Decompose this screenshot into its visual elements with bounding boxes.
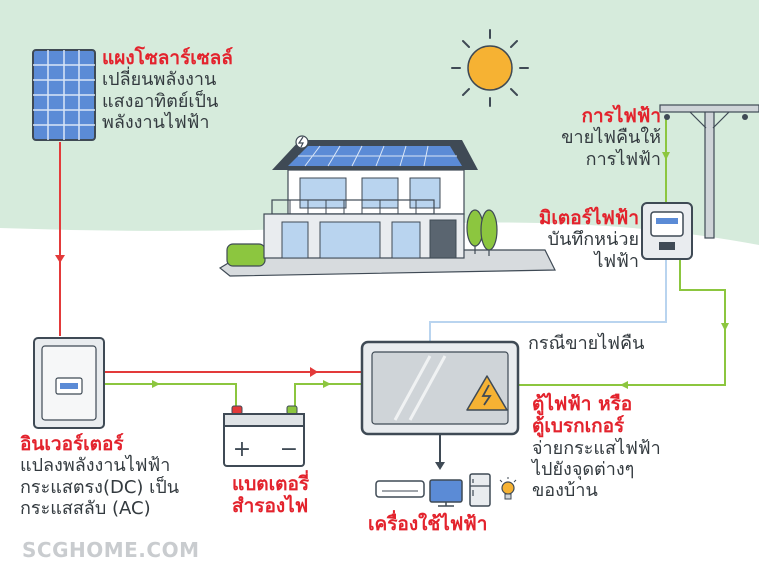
meter-desc-line: ไฟฟ้า	[594, 250, 639, 272]
breaker-title-line: ตู้เบรกเกอร์	[532, 415, 625, 438]
solar-panel-desc-line: เปลี่ยนพลังงาน	[102, 69, 217, 91]
battery-icon: + −	[223, 405, 305, 467]
utility-desc-line: ขายไฟคืนให้	[561, 127, 661, 149]
electric-meter-icon	[641, 202, 693, 260]
utility-label: การไฟฟ้า ขายไฟคืนให้ การไฟฟ้า	[561, 105, 661, 170]
solar-panel-label: แผงโซลาร์เซลล์ เปลี่ยนพลังงาน แสงอาทิตย์…	[102, 47, 233, 133]
monitor-icon	[429, 479, 463, 507]
sellback-label: กรณีขายไฟคืน	[528, 333, 645, 354]
solar-panel-desc-line: แสงอาทิตย์เป็น	[102, 90, 219, 112]
arrow	[721, 323, 729, 331]
house-icon	[218, 135, 556, 277]
inverter-desc-line: กระแสตรง(DC) เป็น	[20, 476, 180, 498]
meter-desc-line: บันทึกหน่วย	[547, 229, 639, 251]
arrow	[323, 380, 331, 388]
meter-label: มิเตอร์ไฟฟ้า บันทึกหน่วย ไฟฟ้า	[539, 207, 639, 272]
sky-background	[0, 0, 759, 245]
inverter-icon	[33, 337, 105, 429]
watermark: SCGHOME.COM	[22, 538, 200, 562]
wire-sellback	[429, 258, 667, 343]
utility-desc-line: การไฟฟ้า	[585, 148, 661, 170]
battery-title-line: แบตเตอรี่	[232, 473, 310, 495]
appliances-title: เครื่องใช้ไฟฟ้า	[368, 513, 488, 535]
wire-battery-to-breaker	[294, 383, 362, 412]
arrow	[152, 380, 160, 388]
inverter-desc-line: กระแสสลับ (AC)	[20, 497, 151, 519]
battery-title-line: สำรองไฟ	[232, 495, 309, 518]
breaker-desc-line: ของบ้าน	[532, 480, 598, 502]
air-conditioner-icon	[375, 480, 425, 498]
sun-icon	[451, 29, 529, 107]
solar-panel-title: แผงโซลาร์เซลล์	[102, 47, 233, 69]
arrow	[310, 367, 318, 377]
refrigerator-icon	[469, 473, 491, 507]
breaker-desc-line: จ่ายกระแสไฟฟ้า	[532, 437, 661, 459]
light-bulb-icon	[499, 477, 517, 500]
utility-pole-icon	[659, 104, 759, 239]
lightning-warning-icon	[466, 375, 508, 411]
inverter-title: อินเวอร์เตอร์	[20, 433, 124, 455]
battery-plus-sign: +	[233, 437, 251, 462]
breaker-title-line: ตู้ไฟฟ้า หรือ	[532, 393, 633, 415]
arrow	[55, 255, 65, 263]
battery-label: แบตเตอรี่ สำรองไฟ	[232, 473, 309, 518]
breaker-label: ตู้ไฟฟ้า หรือ ตู้เบรกเกอร์ จ่ายกระแสไฟฟ้…	[532, 393, 661, 502]
inverter-desc-line: แปลงพลังงานไฟฟ้า	[20, 455, 171, 477]
arrow	[620, 381, 628, 389]
solar-panel-desc-line: พลังงานไฟฟ้า	[102, 111, 210, 133]
utility-title: การไฟฟ้า	[581, 105, 661, 127]
arrow	[435, 462, 445, 470]
meter-title: มิเตอร์ไฟฟ้า	[538, 207, 639, 229]
wire-meter-to-breaker	[518, 258, 726, 386]
wire-inverter-to-battery	[104, 383, 237, 412]
breaker-desc-line: ไปยังจุดต่างๆ	[532, 459, 635, 481]
battery-minus-sign: −	[280, 437, 298, 462]
solar-panel-icon	[32, 49, 96, 141]
inverter-label: อินเวอร์เตอร์ แปลงพลังงานไฟฟ้า กระแสตรง(…	[20, 433, 179, 519]
arrow	[662, 152, 670, 160]
